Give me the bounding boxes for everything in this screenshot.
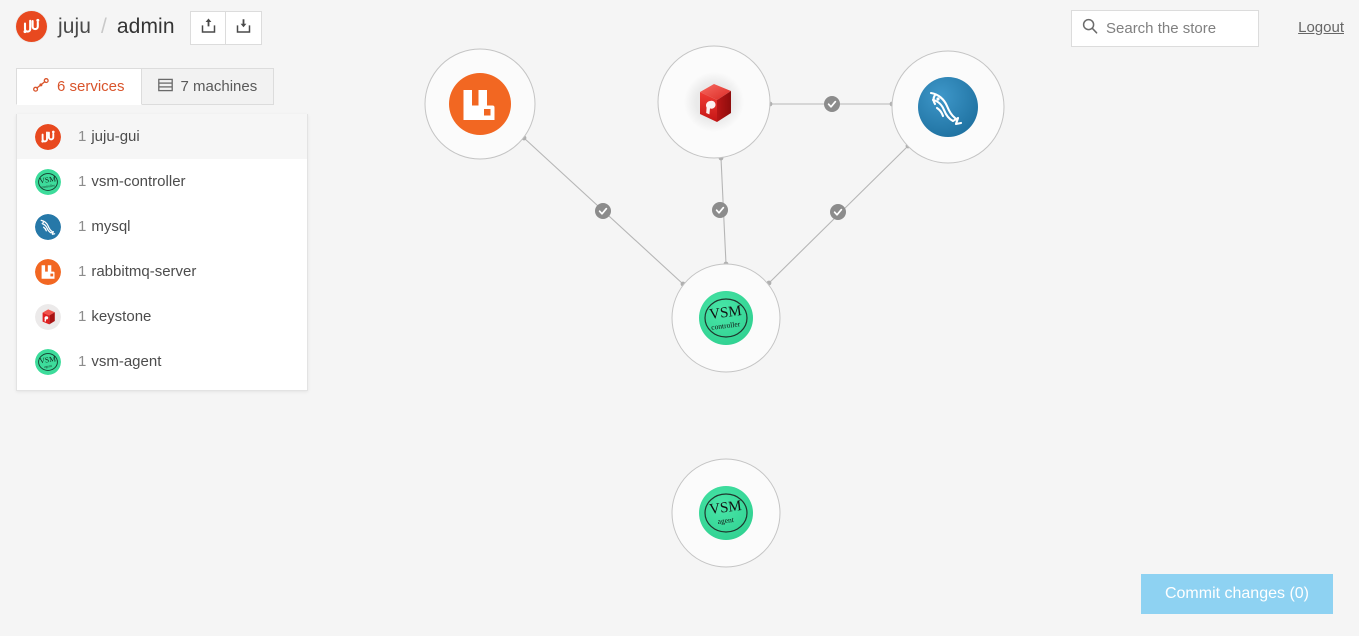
service-unit-count: 1 — [78, 263, 87, 280]
svg-text:controller: controller — [41, 183, 56, 189]
service-name: vsm-controller — [91, 173, 186, 190]
search-input[interactable] — [1106, 20, 1248, 37]
service-unit-count: 1 — [78, 308, 87, 325]
machines-rows-icon — [157, 78, 173, 96]
tab-machines-label: 7 machines — [180, 78, 258, 95]
service-node-vsm-controller[interactable]: VSM controller — [699, 291, 753, 345]
inspector-tabs: 6 services 7 machines — [16, 68, 275, 105]
keystone-icon — [700, 84, 731, 122]
keystone-icon — [35, 303, 61, 330]
tab-services[interactable]: 6 services — [16, 68, 142, 105]
vsm-controller-badge-bottom: controller — [711, 319, 742, 332]
vsm-controller-icon — [699, 291, 753, 345]
relation-ok-check-icon[interactable] — [712, 202, 728, 218]
service-unit-count: 1 — [78, 353, 87, 370]
service-name: rabbitmq-server — [91, 263, 197, 280]
app-header: juju / admin — [0, 0, 1359, 58]
breadcrumb-owner[interactable]: juju — [58, 15, 92, 38]
mysql-icon — [35, 213, 61, 240]
vsm-agent-badge-bottom: agent — [717, 515, 735, 526]
vsm-agent-icon — [699, 486, 753, 540]
service-node-mysql[interactable] — [918, 77, 978, 137]
breadcrumb[interactable]: juju / admin — [16, 11, 175, 42]
service-unit-count: 1 — [78, 173, 87, 190]
breadcrumb-separator: / — [101, 15, 107, 38]
service-name: juju-gui — [91, 128, 140, 145]
service-node-keystone[interactable] — [684, 72, 744, 132]
service-unit-count: 1 — [78, 128, 87, 145]
logout-link[interactable]: Logout — [1298, 19, 1344, 36]
relation-ok-check-icon[interactable] — [595, 203, 611, 219]
relation-ok-check-icon[interactable] — [824, 96, 840, 112]
service-name: mysql — [91, 218, 131, 235]
svg-text:agent: agent — [44, 363, 52, 368]
tab-services-label: 6 services — [57, 78, 125, 95]
vsm-agent-icon: VSM agent — [35, 348, 61, 375]
search-icon — [1082, 18, 1098, 39]
commit-changes-button[interactable]: Commit changes (0) — [1140, 574, 1333, 614]
service-unit-count: 1 — [78, 218, 87, 235]
tab-machines[interactable]: 7 machines — [141, 68, 275, 105]
rabbitmq-icon — [35, 258, 61, 285]
vsm-controller-icon: VSM controller — [35, 168, 61, 195]
import-download-icon — [236, 17, 251, 39]
export-upload-icon — [201, 17, 216, 39]
import-button[interactable] — [226, 11, 262, 45]
svg-text:VSM: VSM — [39, 174, 57, 185]
relation-ok-check-icon[interactable] — [830, 204, 846, 220]
service-name: keystone — [91, 308, 152, 325]
relation-markers — [595, 96, 846, 220]
juju-gui-icon — [35, 123, 61, 150]
service-node-rabbitmq-server[interactable] — [449, 73, 511, 135]
service-node-vsm-agent[interactable]: VSM agent — [699, 486, 753, 540]
vsm-agent-badge-top: VSM — [708, 498, 742, 518]
header-action-buttons — [190, 11, 262, 45]
svg-text:VSM: VSM — [39, 354, 57, 365]
service-name: vsm-agent — [91, 353, 162, 370]
export-button[interactable] — [190, 11, 226, 45]
juju-logo-icon[interactable] — [16, 11, 47, 42]
store-search[interactable] — [1071, 10, 1259, 47]
breadcrumb-model[interactable]: admin — [116, 15, 175, 38]
topology-graph-icon — [33, 77, 49, 96]
vsm-controller-badge-top: VSM — [708, 303, 742, 323]
